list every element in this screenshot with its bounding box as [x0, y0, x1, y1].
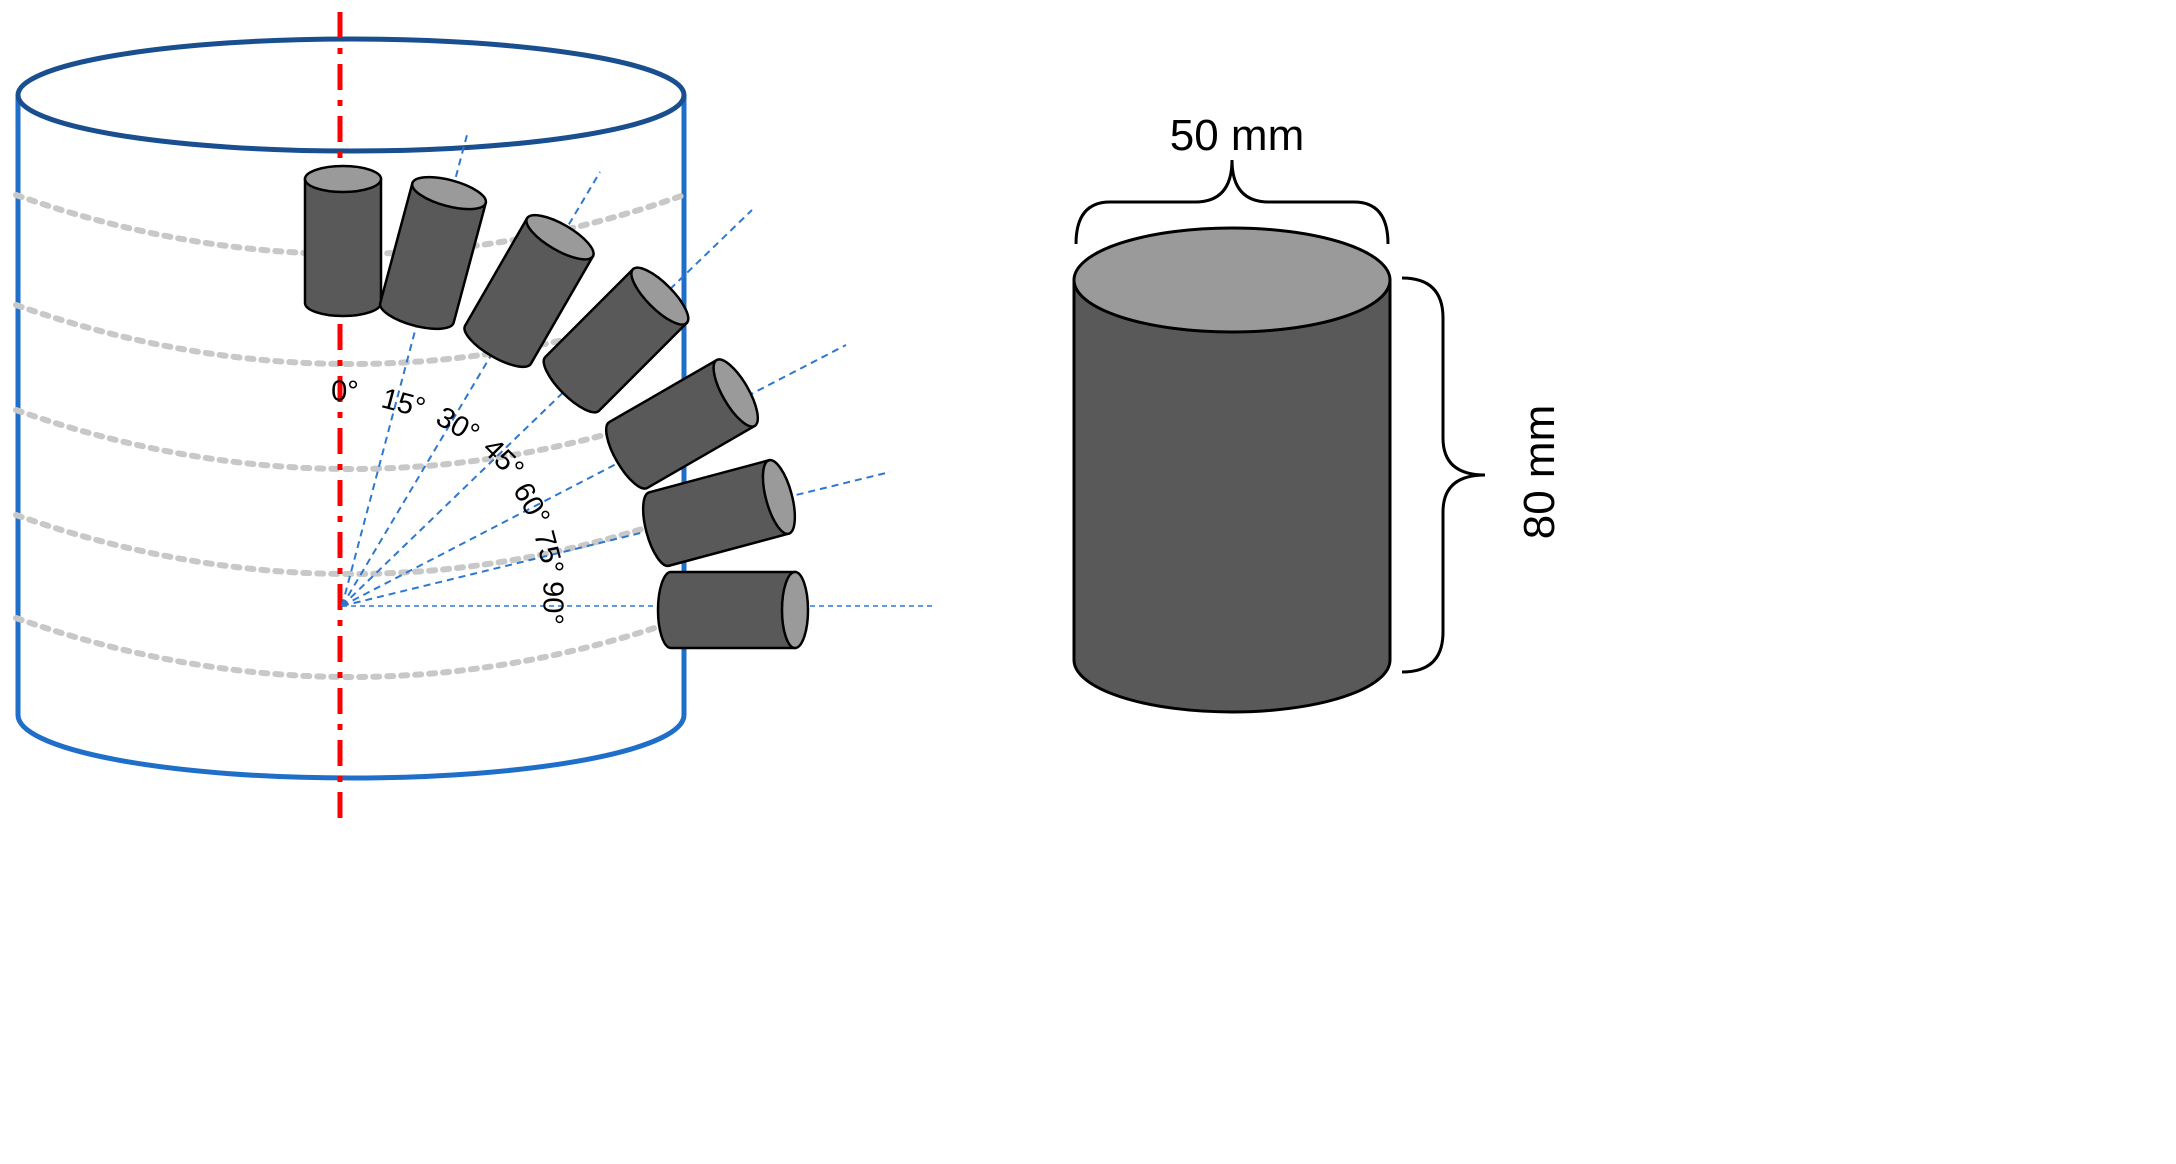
height-label: 80 mm	[1515, 405, 1564, 539]
standard-specimen: 50 mm 80 mm	[1072, 111, 1564, 714]
specimen-75-body	[641, 458, 791, 568]
specimen-0	[303, 164, 383, 318]
diameter-brace	[1074, 159, 1390, 245]
angle-label-75: 75°	[527, 527, 569, 578]
ray-60	[341, 344, 847, 607]
specimen-60	[604, 358, 760, 490]
bedding-layers	[13, 192, 687, 680]
specimen-60-top	[712, 358, 760, 428]
ray-75	[341, 471, 891, 607]
specimen-45-top	[630, 266, 690, 326]
bedding-layer-4	[13, 512, 687, 577]
standard-specimen-body	[1072, 278, 1392, 714]
specimen-15-body	[378, 181, 488, 331]
specimen-0-top	[303, 164, 383, 194]
diagram: 0° 15°30°45°60°75°90° 50 mm 80 mm	[13, 12, 1564, 828]
angle-labels: 0° 15°30°45°60°75°90°	[331, 376, 569, 625]
angle-label-30: 30°	[431, 401, 485, 451]
angle-label-90: 90°	[536, 581, 568, 625]
specimen-15	[378, 175, 488, 331]
specimen-90-body	[656, 570, 797, 650]
angle-label-45: 45°	[476, 432, 530, 486]
ray-15	[341, 134, 468, 607]
cylinder-bottom-arc	[15, 714, 687, 781]
bedding-layer-5	[13, 615, 687, 680]
standard-specimen-top	[1072, 226, 1392, 334]
height-brace	[1401, 276, 1486, 674]
specimen-15-top	[410, 175, 488, 211]
specimen-75-top	[761, 458, 797, 536]
specimen-30	[463, 213, 595, 369]
specimen-60-body	[604, 358, 757, 490]
angle-label-60: 60°	[506, 477, 556, 531]
specimen-0-body	[303, 177, 383, 318]
specimen-75	[641, 458, 797, 568]
cylinder-top-ellipse	[15, 36, 687, 154]
angle-label-0: 0°	[331, 376, 359, 408]
specimen-30-body	[463, 216, 595, 369]
oriented-specimens	[303, 164, 810, 650]
bedding-layer-3	[13, 407, 687, 472]
diameter-label: 50 mm	[1170, 111, 1304, 160]
specimen-30-top	[525, 213, 595, 261]
specimen-90	[656, 570, 810, 650]
angle-label-15: 15°	[378, 383, 429, 425]
specimen-90-top	[780, 570, 810, 650]
specimen-45	[542, 266, 690, 414]
